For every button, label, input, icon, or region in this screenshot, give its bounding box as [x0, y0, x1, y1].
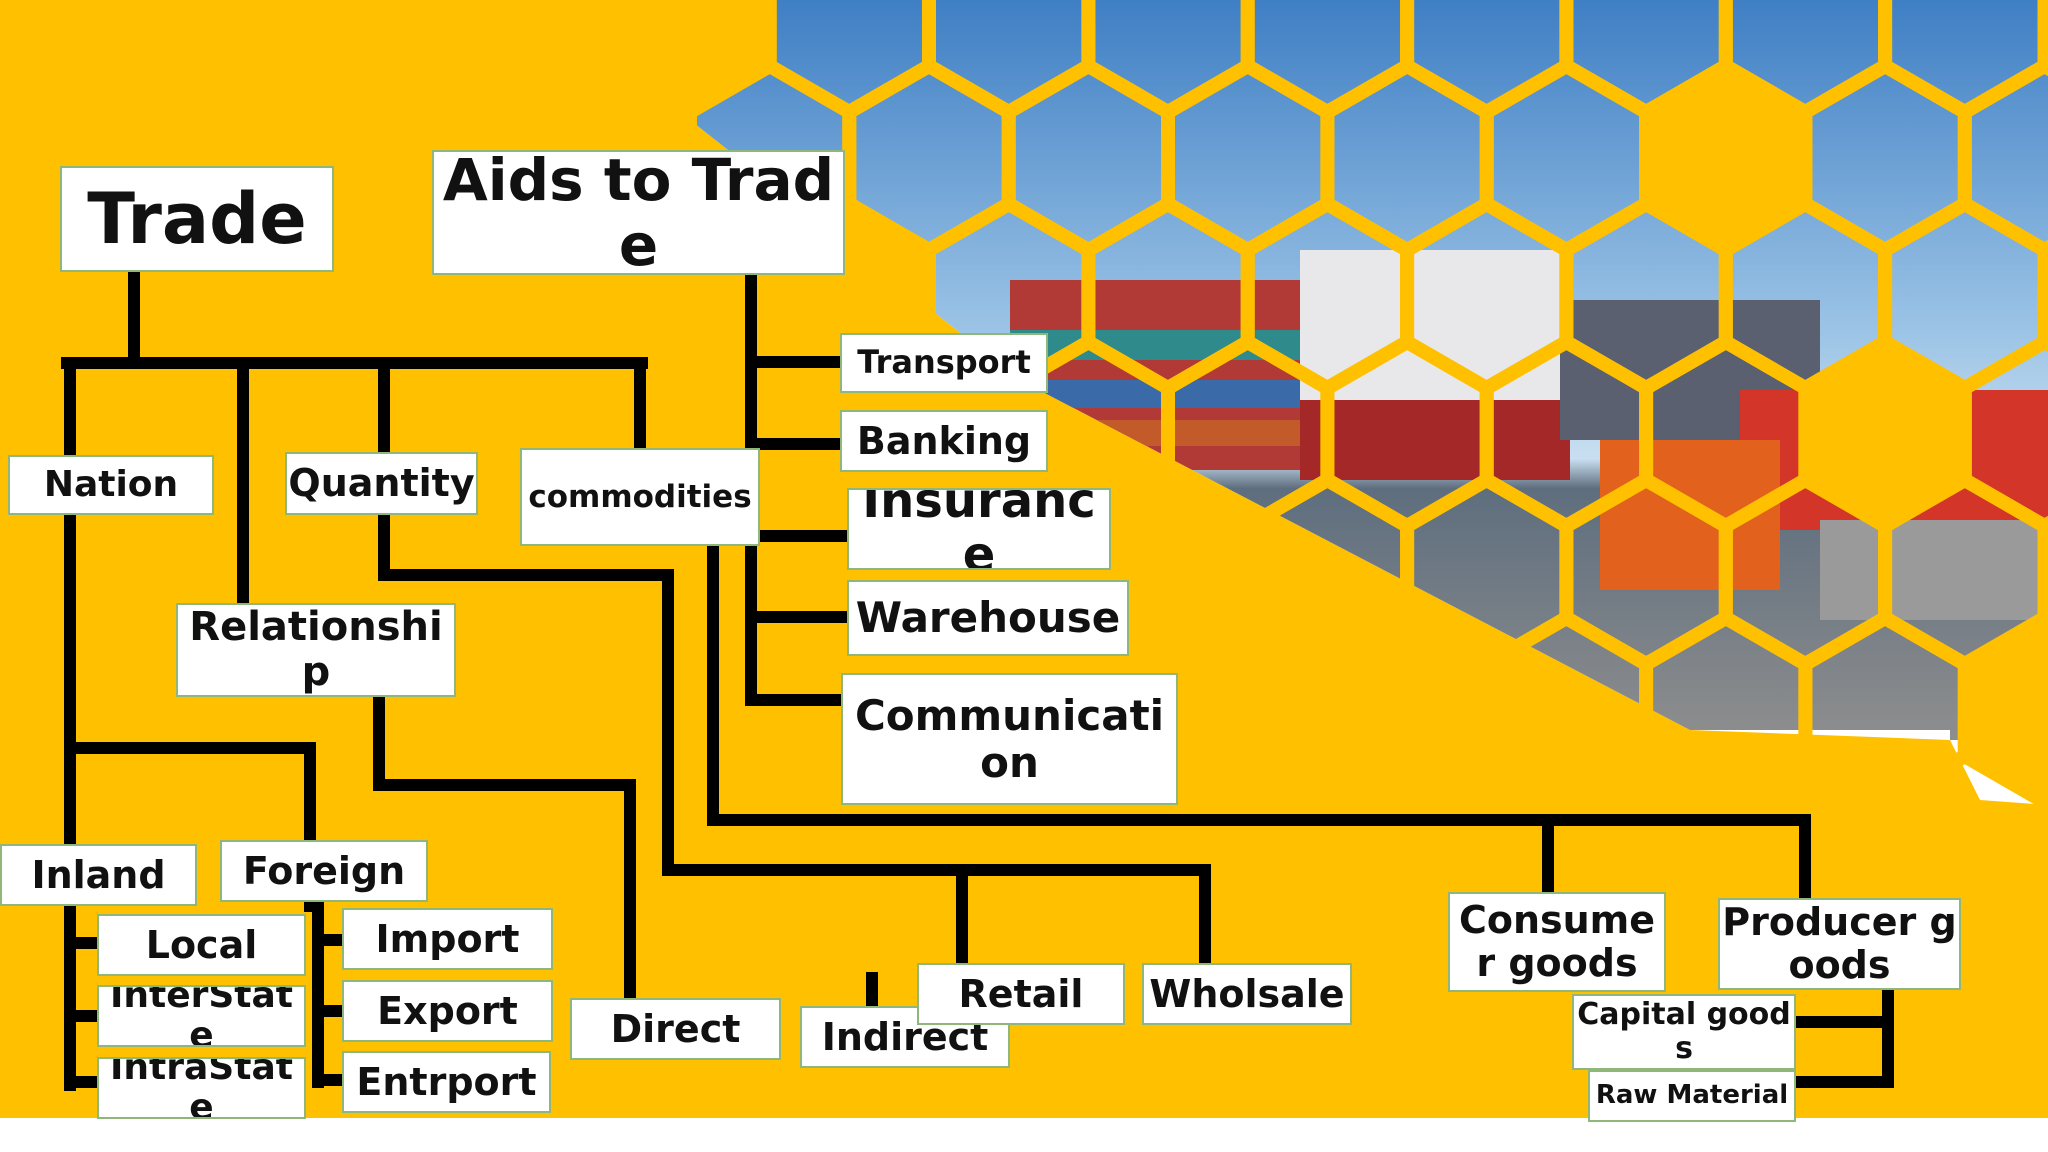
node-communication: Communication	[841, 673, 1178, 805]
connector-goods-branch	[1542, 814, 1811, 904]
node-producer-goods: Producer goods	[1718, 898, 1961, 990]
hexagon-hole	[1810, 348, 1960, 520]
hexagon-cell	[2037, 791, 2048, 905]
node-warehouse: Warehouse	[847, 580, 1129, 656]
node-import: Import	[342, 908, 553, 970]
node-consumer-goods: Consumer goods	[1448, 892, 1666, 992]
node-quantity: Quantity	[285, 452, 478, 515]
node-relationship: Relationship	[176, 603, 456, 697]
node-capital-goods: Capital goods	[1572, 994, 1796, 1070]
node-wholsale: Wholsale	[1142, 963, 1352, 1025]
hexagon-hole	[615, 0, 765, 106]
node-local: Local	[97, 914, 306, 976]
node-raw-material: Raw Material	[1588, 1070, 1796, 1122]
node-insurance: Insurance	[847, 488, 1111, 570]
node-retail: Retail	[917, 963, 1125, 1025]
node-intrastate: IntraState	[97, 1057, 306, 1119]
connector-relationship-line	[373, 691, 636, 1004]
hexagon-hole	[1651, 72, 1801, 244]
node-aids-to-trade: Aids to Trade	[432, 150, 845, 275]
node-trade: Trade	[60, 166, 334, 272]
hexagon-holes	[615, 0, 2048, 934]
node-interstate: InterState	[97, 985, 306, 1047]
node-inland: Inland	[0, 844, 197, 906]
node-foreign: Foreign	[220, 840, 428, 902]
node-banking: Banking	[840, 410, 1048, 472]
node-commodities: commodities	[520, 448, 760, 546]
hexagon-hole	[1970, 624, 2048, 796]
node-export: Export	[342, 980, 553, 1042]
node-nation: Nation	[8, 455, 214, 515]
node-transport: Transport	[840, 333, 1048, 393]
connector-quantity-line	[378, 509, 1211, 969]
connector-producer-bracket	[1790, 1016, 1894, 1088]
node-entrport: Entrport	[342, 1051, 551, 1113]
node-direct: Direct	[570, 998, 781, 1060]
connector-commodities-line	[707, 540, 1554, 826]
